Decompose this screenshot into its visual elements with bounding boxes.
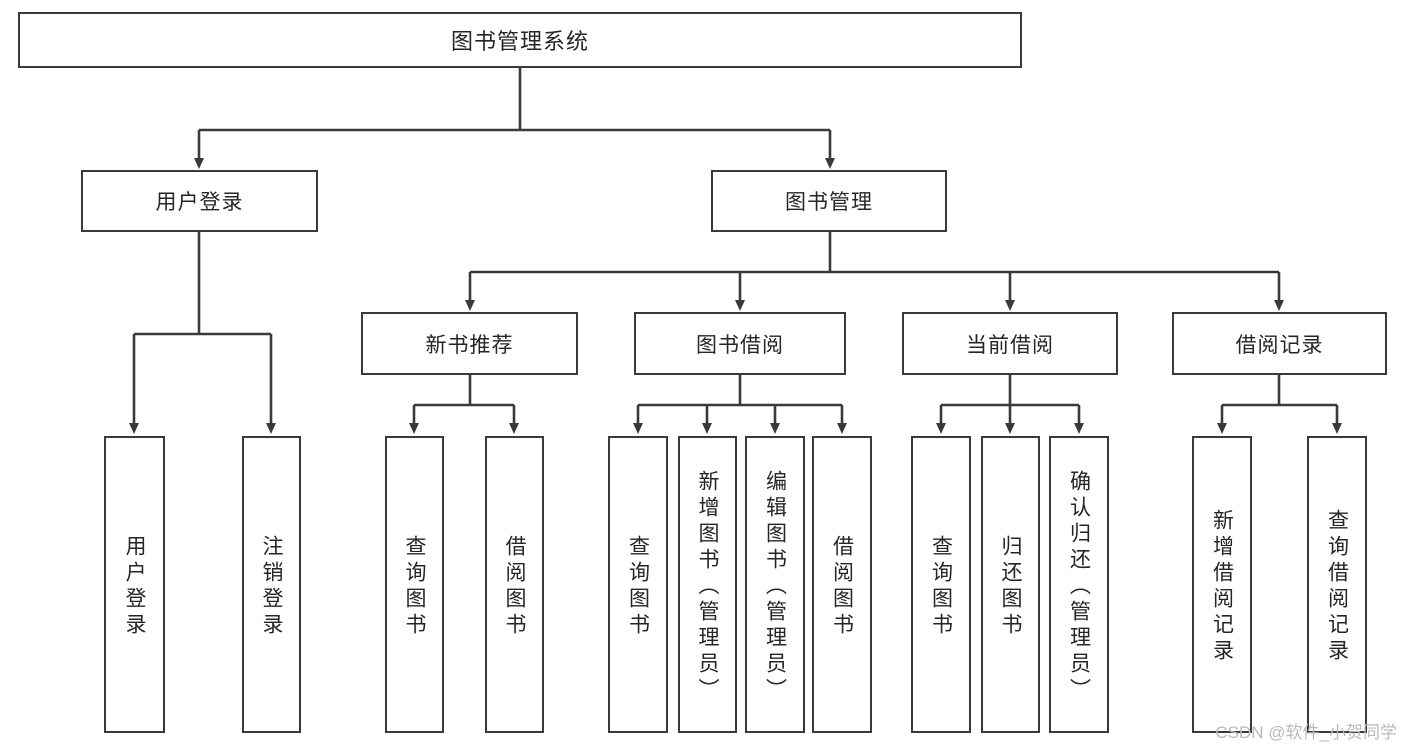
leaf-current-confirm-return-admin[interactable]: 确认归还（管理员） bbox=[1049, 436, 1109, 733]
node-borrow-record[interactable]: 借阅记录 bbox=[1172, 312, 1387, 375]
leaf-borrow-edit-book-admin[interactable]: 编辑图书（管理员） bbox=[745, 436, 805, 733]
leaf-borrow-borrow-book[interactable]: 借阅图书 bbox=[812, 436, 872, 733]
leaf-newbook-borrow-book[interactable]: 借阅图书 bbox=[485, 436, 544, 733]
leaf-newbook-query-book[interactable]: 查询图书 bbox=[385, 436, 444, 733]
node-book-borrow[interactable]: 图书借阅 bbox=[634, 312, 846, 375]
leaf-current-return-book[interactable]: 归还图书 bbox=[981, 436, 1040, 733]
node-book-management[interactable]: 图书管理 bbox=[711, 170, 947, 232]
node-new-book-recommend[interactable]: 新书推荐 bbox=[361, 312, 578, 375]
node-user-login[interactable]: 用户登录 bbox=[81, 170, 318, 232]
leaf-user-logout[interactable]: 注销登录 bbox=[242, 436, 301, 733]
watermark: CSDN @软件_小贺同学 bbox=[1215, 723, 1397, 742]
leaf-borrow-query-book[interactable]: 查询图书 bbox=[608, 436, 668, 733]
leaf-record-add-record[interactable]: 新增借阅记录 bbox=[1192, 436, 1252, 733]
node-root-system[interactable]: 图书管理系统 bbox=[18, 12, 1022, 68]
leaf-borrow-add-book-admin[interactable]: 新增图书（管理员） bbox=[678, 436, 737, 733]
node-current-borrow[interactable]: 当前借阅 bbox=[902, 312, 1118, 375]
leaf-record-query-record[interactable]: 查询借阅记录 bbox=[1307, 436, 1367, 733]
leaf-current-query-book[interactable]: 查询图书 bbox=[911, 436, 971, 733]
leaf-user-login[interactable]: 用户登录 bbox=[104, 436, 165, 733]
